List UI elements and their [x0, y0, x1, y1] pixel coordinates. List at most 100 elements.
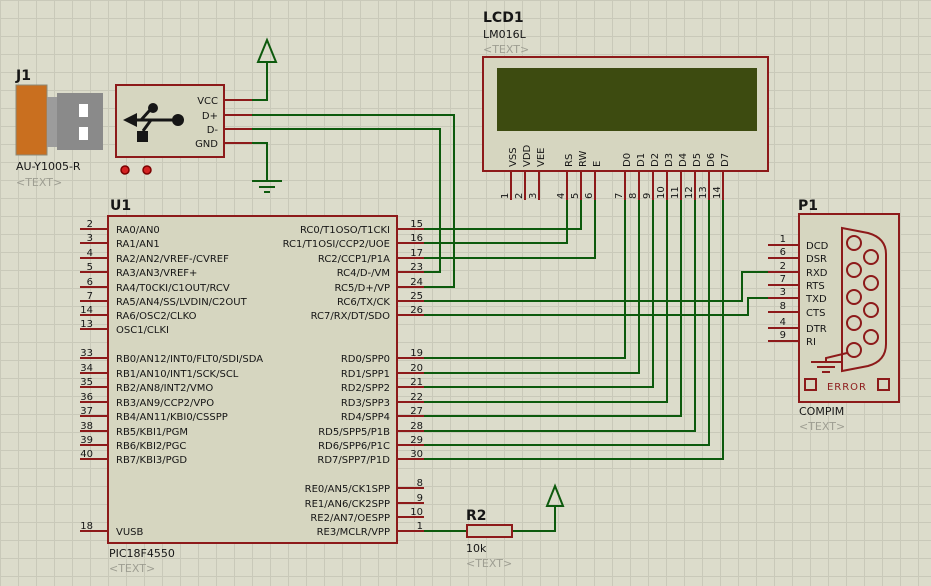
lcd1-pin-num: 3 — [528, 193, 539, 199]
u1-pin-label: RC0/T1OSO/T1CKI — [300, 225, 390, 236]
u1-pin-label: RB0/AN12/INT0/FLT0/SDI/SDA — [116, 354, 263, 365]
u1-pin-num: 30 — [410, 449, 423, 460]
p1-part[interactable]: COMPIM — [799, 405, 844, 418]
u1-pin-num: 25 — [410, 291, 423, 302]
u1-pin-num: 8 — [417, 478, 423, 489]
u1-pin-num: 34 — [80, 363, 93, 374]
u1-pin-num: 35 — [80, 377, 93, 388]
p1-error-led — [877, 378, 890, 391]
lcd1-pin-num: 13 — [698, 186, 709, 199]
j1-part[interactable]: AU-Y1005-R — [16, 160, 81, 173]
wire-dplus-rc5[interactable] — [252, 114, 455, 288]
u1-pin-num: 40 — [80, 449, 93, 460]
u1-pin-label: VUSB — [116, 527, 144, 538]
u1-pin-num: 22 — [410, 392, 423, 403]
lcd1-pin-num: 7 — [614, 193, 625, 199]
u1-pin-num: 19 — [410, 348, 423, 359]
u1-pin-num: 20 — [410, 363, 423, 374]
wire-rd4-lcd-d4[interactable] — [424, 200, 682, 417]
component-r2-resistor[interactable]: R2 10k <TEXT> — [466, 508, 513, 570]
wire-r2-power[interactable] — [512, 506, 556, 532]
u1-pin-label: RB3/AN9/CCP2/VPO — [116, 398, 214, 409]
u1-pin-label: RC2/CCP1/P1A — [318, 254, 390, 265]
lcd1-pin-label: D4 — [678, 153, 689, 167]
usb-plug-orange — [15, 84, 48, 156]
wire-rc0-lcd-rw[interactable] — [424, 200, 582, 230]
u1-ref[interactable]: U1 — [110, 198, 131, 214]
wire-rd5-lcd-d5[interactable] — [424, 200, 696, 432]
u1-pin-label: RC4/D-/VM — [337, 268, 390, 279]
component-j1-usb[interactable]: J1 VCC D+ D- GND AU-Y1005-R <TEXT> — [15, 68, 252, 189]
u1-pin-num: 23 — [410, 262, 423, 273]
wire-dminus-rc4[interactable] — [252, 128, 441, 273]
wire-rc1-lcd-rs[interactable] — [424, 200, 568, 244]
r2-body[interactable] — [466, 524, 513, 538]
u1-part[interactable]: PIC18F4550 — [109, 547, 175, 560]
wire-rd1-lcd-d1[interactable] — [424, 200, 640, 374]
wire-vcc-power[interactable] — [252, 62, 268, 101]
j1-placeholder[interactable]: <TEXT> — [16, 176, 62, 189]
component-u1-pic18f4550[interactable]: U1 2 3 4 5 6 7 14 13 33 34 35 36 37 38 3… — [80, 198, 424, 575]
wire-rd3-lcd-d3[interactable] — [424, 200, 668, 403]
wire-rd7-lcd-d7[interactable] — [424, 200, 724, 460]
wire-rd2-lcd-d2[interactable] — [424, 200, 654, 388]
p1-pin-label: DSR — [806, 254, 827, 265]
wire-rc6-p1-rxd[interactable] — [424, 271, 768, 302]
u1-pin-label: RC7/RX/DT/SDO — [311, 311, 391, 322]
p1-pin-num: 9 — [780, 330, 786, 341]
u1-pin-label: RA2/AN2/VREF-/CVREF — [116, 254, 229, 265]
u1-placeholder[interactable]: <TEXT> — [109, 562, 155, 575]
r2-placeholder[interactable]: <TEXT> — [466, 557, 512, 570]
lcd1-pin-label: D1 — [636, 153, 647, 167]
p1-pin-num: 7 — [780, 274, 786, 285]
lcd1-pin-num: 12 — [684, 186, 695, 199]
u1-body[interactable] — [107, 215, 398, 544]
u1-pin-num: 18 — [80, 521, 93, 532]
u1-pin-label: RB4/AN11/KBI0/CSSPP — [116, 412, 228, 423]
u1-pin-num: 29 — [410, 435, 423, 446]
wire-rc7-p1-txd[interactable] — [424, 297, 768, 316]
u1-pin-num: 37 — [80, 406, 93, 417]
j1-pin-gnd: GND — [195, 139, 218, 150]
r2-ref[interactable]: R2 — [466, 508, 487, 524]
component-lcd1-lm016l[interactable]: LCD1 LM016L <TEXT> VSS VDD VEE RS RW E D… — [482, 10, 769, 200]
j1-pin-vcc: VCC — [197, 96, 218, 107]
u1-pin-num: 17 — [410, 248, 423, 259]
lcd1-pin-label: D2 — [650, 153, 661, 167]
wire-gnd[interactable] — [252, 142, 268, 181]
u1-pin-label: RD5/SPP5/P1B — [318, 427, 390, 438]
u1-pin-num: 14 — [80, 305, 93, 316]
wire-rd6-lcd-d6[interactable] — [424, 200, 710, 446]
u1-pin-label: RB5/KBI1/PGM — [116, 427, 188, 438]
u1-pin-label: RD7/SPP7/P1D — [317, 455, 390, 466]
wire-rc2-lcd-e[interactable] — [424, 200, 596, 259]
u1-pin-num: 3 — [87, 233, 93, 244]
lcd1-pin-num: 2 — [514, 193, 525, 199]
p1-error-label: ERROR — [827, 382, 867, 393]
wire-rd0-lcd-d0[interactable] — [424, 200, 626, 359]
component-p1-compim[interactable]: P1 1 6 2 7 3 8 4 9 DCD DSR RXD RTS TXD C… — [768, 198, 900, 433]
u1-pin-num: 16 — [410, 233, 423, 244]
u1-pin-num: 21 — [410, 377, 423, 388]
wires[interactable] — [252, 62, 768, 532]
lcd1-pin-label: D7 — [720, 153, 731, 167]
p1-pin-label: DCD — [806, 241, 829, 252]
u1-pin-label: RD1/SPP1 — [341, 369, 390, 380]
p1-ref[interactable]: P1 — [798, 198, 818, 214]
r2-value[interactable]: 10k — [466, 542, 487, 555]
u1-pin-label: RD0/SPP0 — [341, 354, 390, 365]
p1-pin-label: RXD — [806, 268, 828, 279]
lcd1-placeholder[interactable]: <TEXT> — [483, 43, 529, 56]
p1-placeholder[interactable]: <TEXT> — [799, 420, 845, 433]
lcd1-pin-label: D5 — [692, 153, 703, 167]
u1-pin-num: 28 — [410, 421, 423, 432]
lcd1-part[interactable]: LM016L — [483, 28, 527, 41]
u1-pin-label: RA1/AN1 — [116, 239, 160, 250]
u1-pin-num: 6 — [87, 277, 93, 288]
u1-pin-label: RE3/MCLR/VPP — [317, 527, 390, 538]
u1-pin-label: RC6/TX/CK — [337, 297, 390, 308]
u1-pin-num: 4 — [87, 248, 93, 259]
lcd1-ref[interactable]: LCD1 — [483, 10, 524, 26]
j1-ref[interactable]: J1 — [15, 68, 31, 84]
